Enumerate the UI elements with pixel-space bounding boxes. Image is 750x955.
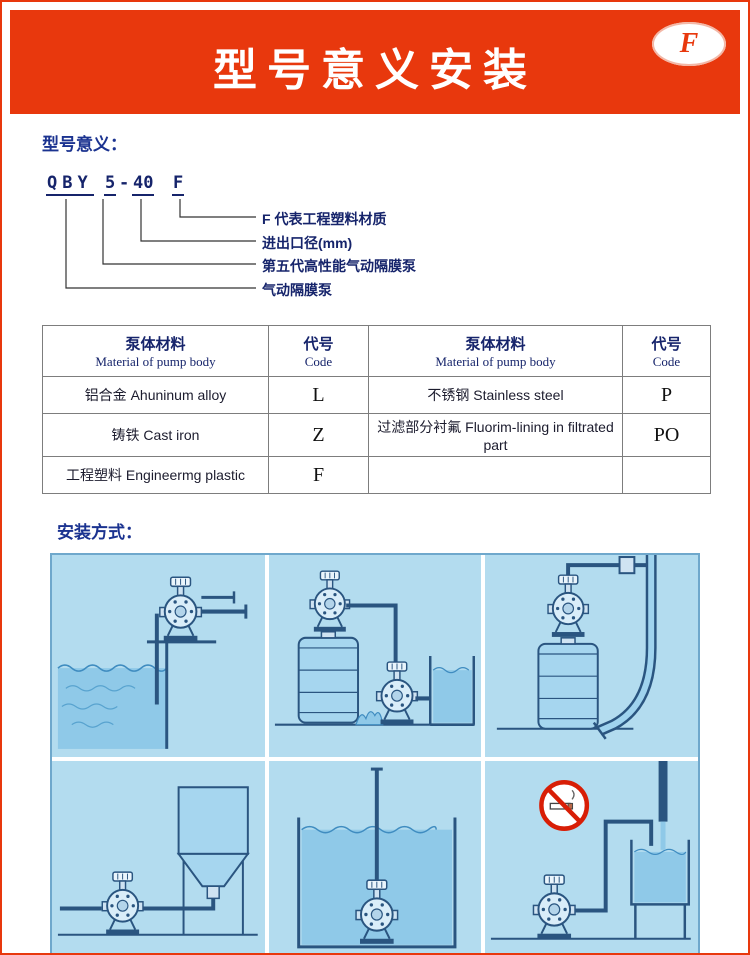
materials-table: 泵体材料 Material of pump body 代号 Code 泵体材料 … [42, 325, 711, 494]
code-material: F [172, 173, 185, 196]
cell-code: F [268, 456, 369, 494]
code-dash: - [119, 173, 130, 193]
brand-logo: F [652, 22, 726, 66]
code-label-diameter: 进出口径(mm) [262, 235, 353, 251]
table-row: 铸铁 Cast iron Z 过滤部分衬氟 Fluorim-lining in … [42, 413, 711, 457]
header-code-2: 代号 Code [622, 325, 711, 377]
code-label-material: F 代表工程塑料材质 [262, 211, 387, 227]
table-row: 铝合金 Ahuninum alloy L 不锈钢 Stainless steel… [42, 376, 711, 414]
logo-letter: F [679, 28, 699, 59]
cell-code: PO [622, 413, 711, 457]
installation-title: 安装方式： [57, 523, 142, 542]
cell-code: L [268, 376, 369, 414]
code-label-generation: 第五代高性能气动隔膜泵 [262, 258, 416, 274]
header-material-2: 泵体材料 Material of pump body [368, 325, 623, 377]
page-header: 型号意义安装 F [10, 10, 740, 114]
elevated-tank-illustration [491, 761, 692, 940]
connector-lines [65, 199, 256, 289]
cell-material [368, 456, 623, 494]
install-diagram-elevated-tank [485, 761, 698, 953]
code-diameter: 40 [132, 173, 155, 196]
install-diagram-submerged-tank [268, 761, 482, 953]
cell-code: Z [268, 413, 369, 457]
submerged-tank-illustration [296, 767, 457, 949]
table-header-row: 泵体材料 Material of pump body 代号 Code 泵体材料 … [42, 325, 711, 377]
cell-material: 铝合金 Ahuninum alloy [42, 376, 269, 414]
no-smoking-sign-icon [539, 779, 590, 831]
page-title: 型号意义安装 [213, 46, 537, 95]
cell-material: 铸铁 Cast iron [42, 413, 269, 457]
install-diagram-drum-transfer [268, 555, 482, 757]
drum-overhead-illustration [497, 555, 657, 740]
cell-material: 不锈钢 Stainless steel [368, 376, 623, 414]
header-material-1: 泵体材料 Material of pump body [42, 325, 269, 377]
hopper-feed-illustration [57, 786, 258, 936]
cell-code: P [622, 376, 711, 414]
install-diagram-pit-suction [52, 555, 265, 757]
installation-grid [50, 553, 700, 953]
model-meaning-title: 型号意义： [42, 135, 127, 154]
cell-material: 过滤部分衬氟 Fluorim-lining in filtrated part [368, 413, 623, 457]
header-code-1: 代号 Code [268, 325, 369, 377]
code-generation: 5 [104, 173, 117, 196]
install-diagram-drum-overhead [485, 555, 698, 757]
drum-transfer-illustration [274, 570, 475, 726]
code-label-series: 气动隔膜泵 [262, 282, 332, 298]
pit-suction-illustration [57, 576, 248, 749]
model-code-diagram: QBY 5 - 40 F F 代表工程塑料材质 进出口径(mm) 第五代高性能气… [46, 169, 748, 311]
install-diagram-hopper-feed [52, 761, 265, 953]
cell-code [622, 456, 711, 494]
cell-material: 工程塑料 Engineermg plastic [42, 456, 269, 494]
code-series: QBY [46, 173, 94, 196]
table-row: 工程塑料 Engineermg plastic F [42, 456, 711, 494]
